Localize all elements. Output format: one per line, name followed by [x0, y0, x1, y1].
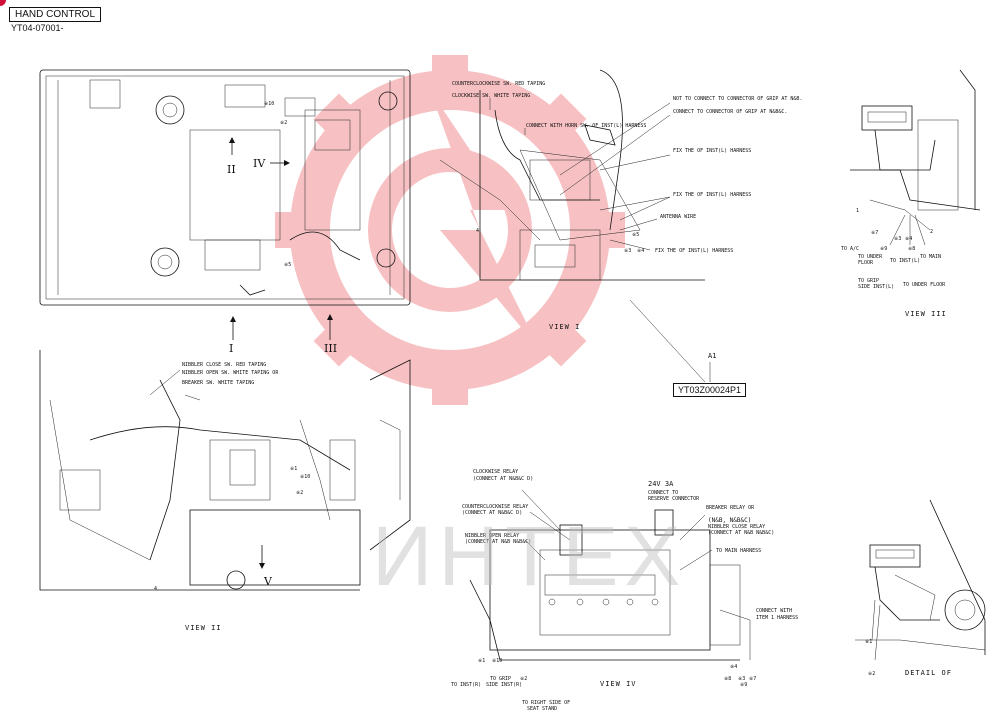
marker-s9-view-iv: ※9: [740, 682, 747, 688]
label-to-grip: TO GRIP: [490, 676, 511, 682]
label-cw-relay-2: (CONNECT AT N&B&C D): [473, 476, 533, 482]
marker-4-view-ii: 4: [154, 586, 157, 592]
label-fix-1: FIX THE OF INST(L) HARNESS: [673, 148, 751, 154]
marker-s2-view-iv: ※2: [520, 676, 527, 682]
label-to-ac: TO A/C: [841, 246, 859, 252]
label-fix-2: FIX THE OF INST(L) HARNESS: [673, 192, 751, 198]
marker-s3-view-iii: ※3: [894, 236, 901, 242]
label-nib-open-relay-2: (CONNECT AT N&B N&B&C): [465, 539, 531, 545]
marker-2-view-iii: 2: [930, 229, 933, 235]
view-iii-label: VIEW III: [905, 310, 947, 318]
label-nib-close-relay-2: (CONNECT AT N&B N&B&C): [708, 530, 774, 536]
label-antenna: ANTENNA WIRE: [660, 214, 696, 220]
label-ccw-sw: COUNTERCLOCKWISE SW. RED TAPING: [452, 81, 545, 87]
marker-s1-view-ii: ※1: [290, 466, 297, 472]
label-connect-horn: CONNECT WITH HORN SW. OF INST(L) HARNESS: [526, 123, 646, 129]
marker-s4-view-iii: ※4: [905, 236, 912, 242]
roman-v: V: [263, 575, 273, 588]
label-floor: FLOOR: [858, 260, 874, 266]
marker-s8-view-iii: ※8: [908, 246, 915, 252]
label-to-inst-r: TO INST(R): [451, 682, 481, 688]
label-cw-relay: CLOCKWISE RELAY: [473, 469, 518, 475]
view-i-label: VIEW I: [549, 323, 580, 331]
label-side-inst-r: SIDE INST(R): [486, 682, 522, 688]
label-fix-3: FIX THE OF INST(L) HARNESS: [655, 248, 733, 254]
label-ccw-relay-2: (CONNECT AT N&B&C D): [462, 510, 522, 516]
view-i-drawing: [439, 69, 705, 281]
label-not-connect: NOT TO CONNECT TO CONNECTOR OF GRIP AT N…: [673, 96, 802, 102]
marker-s10-view-iv: ※10: [492, 658, 502, 664]
label-to-grip-2: TO GRIP: [858, 278, 879, 284]
label-ccw-relay: COUNTERCLOCKWISE RELAY: [462, 504, 528, 510]
view-ii-label: VIEW II: [185, 624, 222, 632]
header-title: HAND CONTROL: [9, 7, 102, 22]
roman-iv: IV: [253, 157, 266, 170]
marker-s1-detail: ※1: [865, 639, 872, 645]
marker-s4-view-i: ※4: [637, 248, 644, 254]
marker-s3-view-i: ※3: [624, 248, 631, 254]
label-nibbler-close: NIBBLER CLOSE SW. RED TAPING: [182, 362, 266, 368]
label-seat-stand: SEAT STAND: [527, 706, 557, 712]
label-24v: 24V 3A: [648, 480, 674, 488]
marker-4-view-i: 4: [476, 228, 479, 234]
marker-s7-view-iv: ※7: [749, 676, 756, 682]
view-iv-label: VIEW IV: [600, 680, 637, 688]
label-nbb: (N&B, N&B&C): [708, 517, 751, 524]
label-side-inst-l: SIDE INST(L): [858, 284, 894, 290]
roman-ii: II: [227, 163, 236, 176]
marker-s9-view-iii: ※9: [880, 246, 887, 252]
header-code: YT04-07001-: [11, 23, 64, 33]
marker-s10-view-ii: ※10: [300, 474, 310, 480]
view-iv-drawing: [469, 489, 751, 661]
part-leader-2: [629, 299, 706, 383]
label-connect-to: CONNECT TO: [648, 490, 678, 496]
marker-s1-view-iv: ※1: [478, 658, 485, 664]
marker-s2-detail: ※2: [868, 671, 875, 677]
label-to-inst-l: TO INST(L): [890, 258, 920, 264]
label-nibbler-open: NIBBLER OPEN SW. WHITE TAPING OR: [182, 370, 279, 376]
label-nib-open-relay: NIBBLER OPEN RELAY: [465, 533, 519, 539]
marker-s10-top: ※10: [264, 101, 274, 107]
label-to-right: TO RIGHT SIDE OF: [522, 700, 570, 706]
label-breaker-relay: BREAKER RELAY OR: [706, 505, 755, 511]
label-connect-item1: CONNECT WITH: [756, 608, 792, 614]
label-connect-item1b: ITEM 1 HARNESS: [756, 615, 798, 621]
part-ref: A1: [708, 352, 716, 360]
detail-drawing: [855, 499, 986, 661]
marker-s3-view-iv: ※3: [738, 676, 745, 682]
label-to-under: TO UNDER: [858, 254, 883, 260]
view-ii-drawing: [39, 350, 411, 591]
plan-view-top-left: [39, 69, 411, 340]
label-nib-close-relay: NIBBLER CLOSE RELAY: [708, 524, 765, 530]
watermark-text: ИНТЕХ: [372, 509, 686, 603]
label-cw-sw: CLOCKWISE SW. WHITE TAPING: [452, 93, 530, 99]
view-iii-drawing: [850, 69, 981, 246]
corner-mark: [0, 0, 6, 6]
label-reserve: RESERVE CONNECTOR: [648, 496, 700, 502]
marker-s5-view-i: ※5: [632, 232, 639, 238]
part-number-box: YT03Z00024P1: [673, 383, 747, 397]
label-to-main: TO MAIN: [920, 254, 941, 260]
marker-s7-view-iii: ※7: [871, 230, 878, 236]
label-to-under-floor: TO UNDER FLOOR: [903, 282, 946, 288]
marker-s2-view-ii: ※2: [296, 490, 303, 496]
label-breaker-sw: BREAKER SW. WHITE TAPING: [182, 380, 254, 386]
roman-i: I: [229, 342, 233, 355]
marker-1-view-iii: 1: [856, 208, 859, 214]
marker-s4-view-iv: ※4: [730, 664, 737, 670]
roman-iii: III: [324, 342, 337, 355]
detail-label: DETAIL OF: [905, 669, 952, 677]
marker-s2-top: ※2: [280, 120, 287, 126]
marker-s8-view-iv: ※8: [724, 676, 731, 682]
marker-s5-top: ※5: [284, 262, 291, 268]
label-connect-grip: CONNECT TO CONNECTOR OF GRIP AT N&B&C.: [673, 109, 787, 115]
label-main-harness: TO MAIN HARNESS: [716, 548, 761, 554]
